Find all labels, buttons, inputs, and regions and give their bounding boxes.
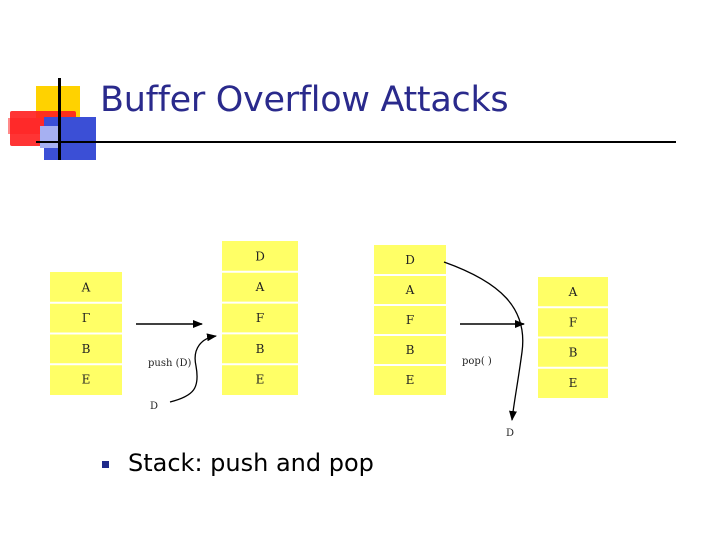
- stack-before-pop-frame: [374, 245, 446, 395]
- stack-cell-label: A: [568, 285, 578, 299]
- bullet-text: Stack: push and pop: [128, 449, 374, 477]
- popped-item-label: D: [506, 428, 514, 439]
- stack-after-push: D A F B E: [222, 241, 298, 395]
- push-curve-arrow: [169, 333, 217, 403]
- stack-cell-label: E: [256, 373, 265, 387]
- stack-cell-label: A: [405, 283, 415, 297]
- stack-cell-label: E: [569, 376, 578, 390]
- title-deco-vertical-line: [58, 78, 61, 160]
- slide-title: Buffer Overflow Attacks: [100, 80, 509, 120]
- stack-cell-label: B: [256, 342, 265, 356]
- stack-cell-label: D: [255, 249, 265, 263]
- stack-cell-label: D: [405, 253, 415, 267]
- pop-label: pop( ): [462, 356, 492, 367]
- stack-after-pop: A F B E: [538, 277, 608, 398]
- stack-cell-label: F: [569, 315, 577, 329]
- title-underline: [36, 141, 676, 143]
- stack-cell-label: B: [569, 346, 578, 360]
- stack-cell-label: E: [406, 373, 415, 387]
- stack-cell-label: A: [81, 280, 91, 294]
- stack-cell-label: E: [82, 373, 91, 387]
- stack-cell-label: F: [256, 311, 264, 325]
- push-label: push (D): [148, 358, 192, 369]
- pushed-item-label: D: [150, 401, 158, 412]
- stack-cell-label: Γ: [82, 311, 90, 325]
- stack-cell-label: F: [406, 313, 414, 327]
- stack-cell-label: B: [406, 343, 415, 357]
- stack-cell-label: B: [82, 342, 91, 356]
- stack-initial: A Γ B E: [50, 272, 122, 395]
- stack-after-push-frame: [222, 241, 298, 395]
- bullet-square-icon: [102, 461, 109, 468]
- stack-before-pop: D A F B E: [374, 245, 446, 395]
- stack-cell-label: A: [255, 280, 265, 294]
- pop-curve-arrow: [443, 261, 524, 421]
